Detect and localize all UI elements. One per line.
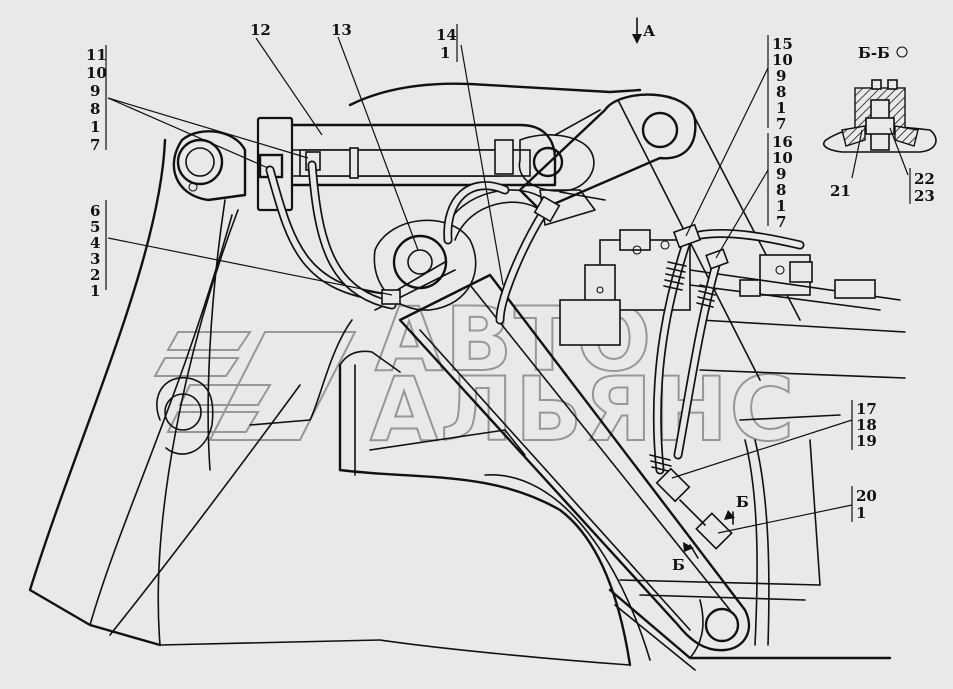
- callout-number: 7: [776, 213, 786, 231]
- callout-group-13: 13: [331, 21, 352, 39]
- section-cut-marks: Б Б: [672, 493, 749, 574]
- hose-fittings: [381, 195, 733, 550]
- callout-group-15: 15 10 9 8 1 7: [767, 35, 793, 133]
- callout-number: 11: [86, 46, 107, 64]
- callout-number: 19: [856, 432, 877, 450]
- cut-label-lower: Б: [672, 556, 685, 574]
- callout-number: 2: [90, 266, 100, 284]
- left-pivot-bracket: [156, 130, 247, 455]
- machine-frame: [28, 82, 906, 671]
- callout-number: 20: [856, 487, 877, 505]
- callout-number: 15: [772, 35, 793, 53]
- arrow-down-icon: [632, 34, 642, 44]
- callout-number: 14: [436, 26, 457, 44]
- callout-number: 23: [914, 187, 935, 205]
- cut-arrow-icon: [724, 510, 735, 520]
- hydraulic-hoses: [265, 160, 805, 475]
- callout-number: 8: [776, 83, 786, 101]
- callout-number: 1: [440, 44, 450, 62]
- callout-number: 4: [90, 234, 100, 252]
- callout-number: 1: [856, 504, 866, 522]
- callout-group-12: 12: [250, 21, 271, 39]
- callout-number: 21: [830, 182, 851, 200]
- callout-group-22: 22 23: [909, 168, 935, 205]
- callout-number: 18: [856, 416, 877, 434]
- callout-number: 10: [772, 149, 793, 167]
- callout-number: 12: [250, 21, 271, 39]
- callout-number: 6: [90, 202, 100, 220]
- callout-group-6: 6 5 4 3 2 1: [90, 200, 107, 300]
- callout-number: 10: [86, 64, 107, 82]
- watermark-logo-icon: [153, 331, 357, 441]
- cut-arrow-icon: [683, 542, 694, 552]
- hydraulic-cylinder: [256, 109, 606, 212]
- callout-number: 1: [90, 282, 100, 300]
- callout-number: 9: [90, 82, 100, 100]
- view-arrow-label: А: [643, 22, 656, 40]
- leader-lines: [107, 36, 909, 534]
- callout-number: 8: [90, 100, 100, 118]
- callout-number: 7: [776, 115, 786, 133]
- callout-group-21: 21: [830, 182, 851, 200]
- callout-number: 1: [776, 99, 786, 117]
- callout-number: 9: [776, 67, 786, 85]
- callout-number: 13: [331, 21, 352, 39]
- callout-number: 5: [90, 218, 100, 236]
- callout-number: 1: [776, 197, 786, 215]
- diagonal-boom: [374, 261, 751, 652]
- callout-number: 17: [856, 400, 877, 418]
- view-arrow-a: А: [632, 17, 656, 44]
- rotation-icon: [896, 46, 908, 58]
- callout-group-17: 17 18 19: [851, 400, 877, 450]
- section-view: Б-Б: [822, 44, 937, 153]
- callout-number: 7: [90, 136, 100, 154]
- callout-number: 16: [772, 133, 793, 151]
- cut-label-upper: Б: [736, 493, 749, 511]
- callout-number: 22: [914, 170, 935, 188]
- callout-group-16: 16 10 9 8 1 7: [767, 133, 793, 231]
- callout-group-14: 14 1: [436, 24, 458, 62]
- callout-number: 8: [776, 181, 786, 199]
- callout-number: 9: [776, 165, 786, 183]
- section-title: Б-Б: [858, 44, 890, 62]
- callout-number: 3: [90, 250, 100, 268]
- callout-group-20: 20 1: [851, 486, 877, 522]
- valve-block: [559, 229, 901, 346]
- callout-number: 10: [772, 51, 793, 69]
- callout-group-11: 11 10 9 8 1 7: [86, 45, 107, 154]
- watermark-line-2: АЛЬЯНС: [370, 358, 796, 461]
- callout-number: 1: [90, 118, 100, 136]
